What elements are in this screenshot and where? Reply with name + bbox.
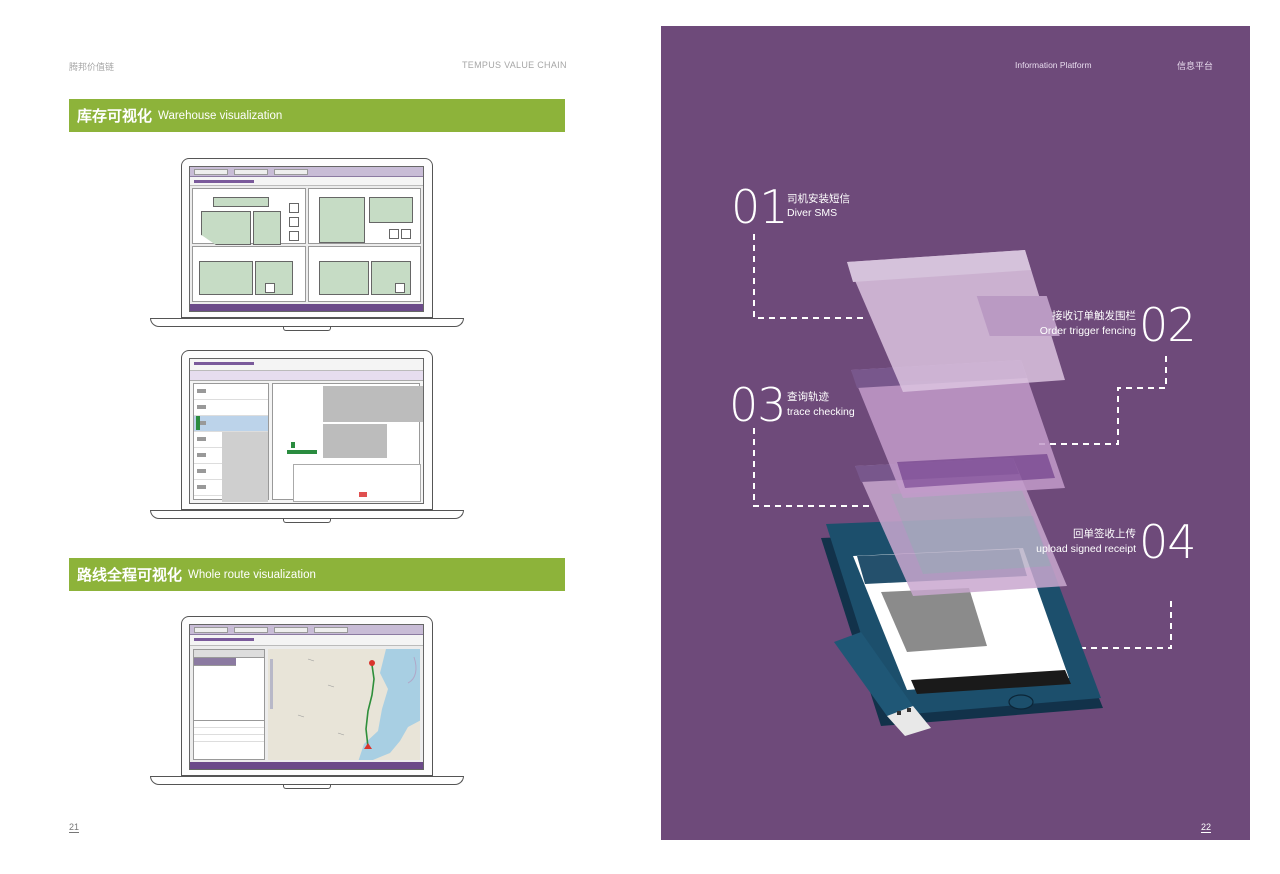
left-page: 腾邦价值链 TEMPUS VALUE CHAIN 库存可视化 Warehouse… (69, 60, 567, 833)
route-title-en: Whole route visualization (188, 568, 316, 581)
warehouse-laptop-illustration (150, 158, 464, 331)
china-map-graphic (268, 649, 420, 760)
route-section-title: 路线全程可视化 Whole route visualization (69, 558, 565, 591)
warehouse-layout-screenshot (189, 166, 424, 312)
right-page: Information Platform 信息平台 (661, 26, 1250, 840)
step-04-title-en: upload signed receipt (1036, 543, 1136, 555)
warehouse-title-cn: 库存可视化 (77, 108, 153, 125)
connector-lines (753, 234, 1172, 649)
page-number-right: 22 (1201, 822, 1212, 833)
step-03-number: 03 (729, 378, 787, 432)
step-02-title-en: Order trigger fencing (1039, 325, 1136, 337)
step-03-title-cn: 查询轨迹 (787, 391, 829, 403)
exploded-phone-illustration (753, 234, 1172, 736)
usb-drive (834, 632, 931, 736)
step-04-title-cn: 回单签收上传 (1073, 528, 1136, 540)
step-03-title-en: trace checking (787, 406, 855, 418)
step-04-number: 04 (1139, 515, 1197, 569)
route-map-screenshot (189, 624, 424, 770)
tracking-table-screenshot (189, 358, 424, 504)
step-02-number: 02 (1139, 298, 1197, 352)
running-header-cn: 腾邦价值链 (69, 62, 115, 72)
step-01-title-cn: 司机安装短信 (787, 193, 850, 205)
warehouse-title-en: Warehouse visualization (158, 109, 283, 122)
running-header-info-platform-cn: 信息平台 (1177, 61, 1214, 71)
route-title-cn: 路线全程可视化 (77, 567, 183, 584)
warehouse-section-title: 库存可视化 Warehouse visualization (69, 99, 565, 132)
step-01-number: 01 (731, 180, 789, 234)
step-02-title-cn: 接收订单触发围栏 (1052, 310, 1136, 322)
tracking-laptop-illustration (150, 350, 464, 523)
step-01-title-en: Diver SMS (787, 207, 838, 219)
running-header-en: TEMPUS VALUE CHAIN (462, 60, 567, 70)
route-laptop-illustration (150, 616, 464, 789)
layer-2-order-screen (847, 250, 1065, 392)
page-number-left: 21 (69, 822, 80, 833)
running-header-info-platform-en: Information Platform (1015, 60, 1092, 70)
